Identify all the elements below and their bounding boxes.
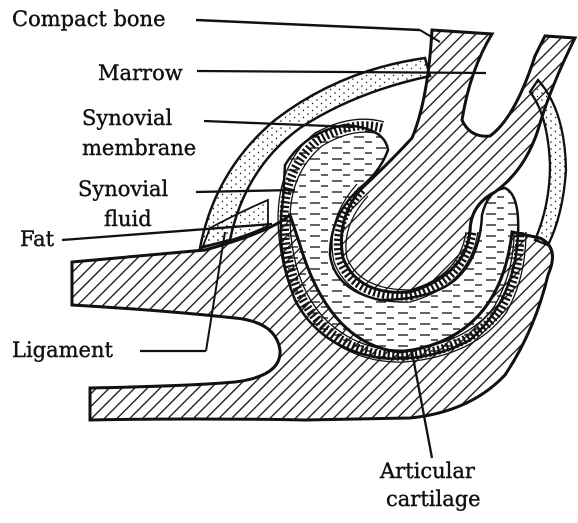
label-articular-cartilage-1: Articular <box>379 459 476 483</box>
label-compact-bone: Compact bone <box>12 7 166 31</box>
label-articular-cartilage-2: cartilage <box>386 487 481 511</box>
label-fat: Fat <box>20 227 55 251</box>
label-ligament: Ligament <box>12 338 113 362</box>
label-synovial-fluid-2: fluid <box>104 207 152 231</box>
label-synovial-fluid-1: Synovial <box>78 177 169 201</box>
leader-compact-bone <box>196 20 420 30</box>
label-synovial-membrane-1: Synovial <box>82 106 173 130</box>
label-synovial-membrane-2: membrane <box>82 136 196 160</box>
label-marrow: Marrow <box>98 61 183 85</box>
